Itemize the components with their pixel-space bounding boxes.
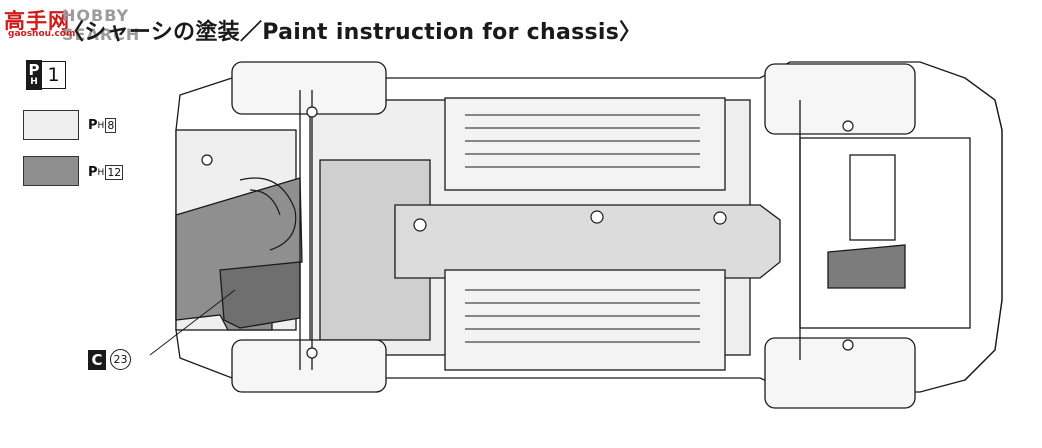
paint-code-ph12: P H 12	[88, 165, 124, 180]
tire-front-right	[231, 339, 387, 393]
tire-front-left	[231, 61, 387, 115]
paint-number: 8	[105, 118, 117, 133]
rear-bumper	[964, 77, 1003, 381]
watermark-url: gaoshou.com	[8, 29, 76, 39]
tire-rear-left	[764, 63, 916, 135]
paint-code-primary: P H 1	[26, 60, 66, 90]
drive-tunnel	[394, 204, 781, 279]
paint-prefix-badge: P H	[26, 60, 42, 90]
tire-rear-right	[764, 337, 916, 409]
part-sprue-badge: C	[88, 349, 106, 370]
part-callout: C 23	[88, 349, 131, 370]
paint-sub: H	[30, 77, 38, 87]
sill-left	[444, 97, 726, 191]
sill-ribs	[465, 114, 700, 343]
watermark-brand: HOBBY SEARCH	[62, 6, 141, 44]
paint-sub: H	[97, 167, 105, 178]
part-number: 23	[110, 349, 131, 370]
watermark-logo: 高手网	[4, 9, 70, 33]
page-title: 〈シャーシの塗装／Paint instruction for chassis〉	[62, 20, 642, 45]
paint-number: 1	[42, 61, 66, 89]
paint-prefix: P	[88, 118, 98, 133]
paint-sub: H	[97, 120, 105, 131]
paint-number: 12	[105, 165, 124, 180]
callout-leader	[149, 289, 236, 356]
rear-gearbox	[849, 154, 896, 241]
rear-dark-bracket	[827, 244, 906, 289]
mounting-holes	[201, 106, 854, 359]
paint-prefix: P	[28, 61, 40, 79]
front-exhaust-block	[219, 261, 301, 329]
paint-prefix: P	[88, 165, 98, 180]
front-exhaust	[239, 177, 297, 251]
swatch-ph8	[23, 110, 79, 140]
sill-right	[444, 269, 726, 371]
swatch-ph12	[23, 156, 79, 186]
paint-code-ph8: P H 8	[88, 118, 117, 133]
watermark: 高手网 HOBBY SEARCH gaoshou.com	[4, 2, 179, 44]
